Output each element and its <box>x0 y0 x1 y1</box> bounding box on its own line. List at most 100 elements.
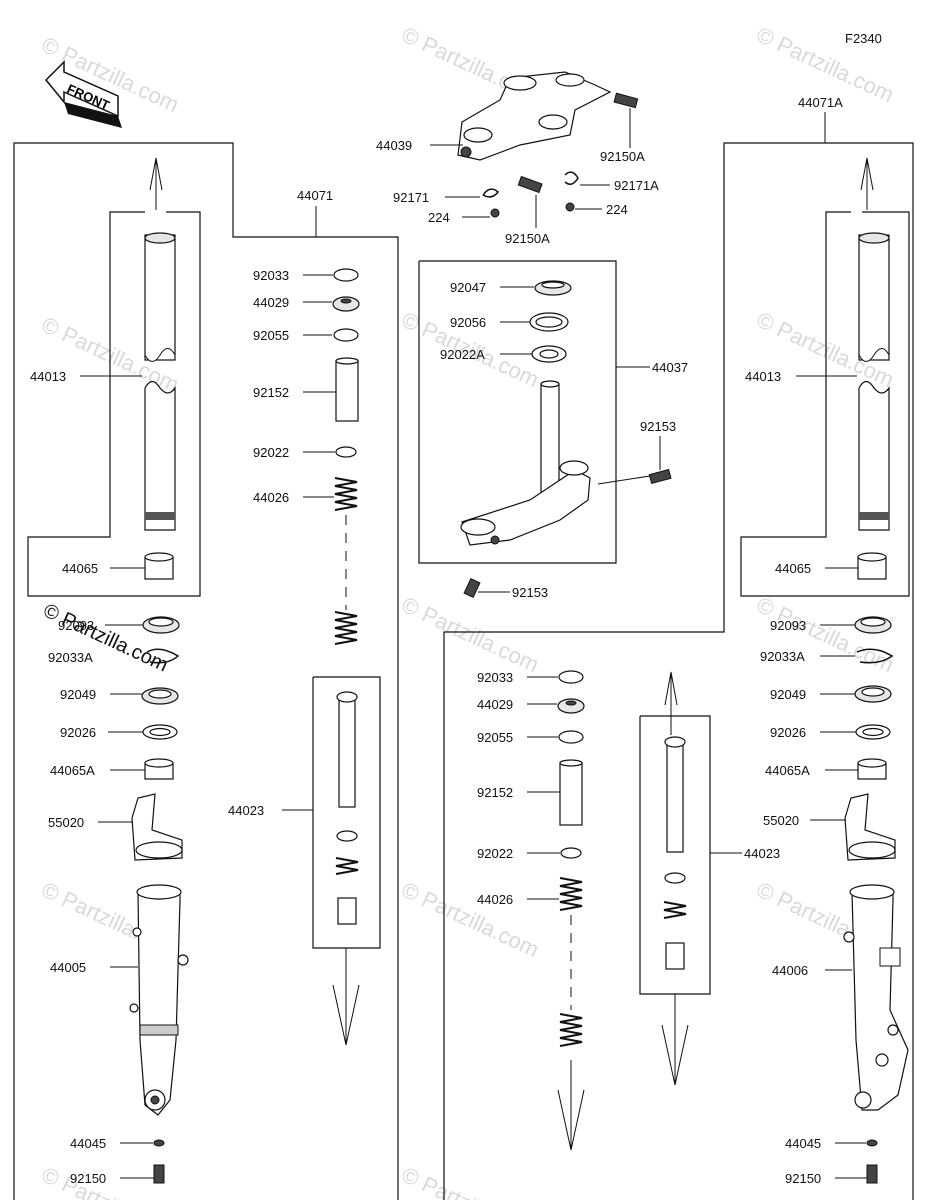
oring-92055 <box>333 328 359 342</box>
watermark-10: © Partzilla.com <box>398 877 543 962</box>
label-l-92093: 92093 <box>58 618 94 633</box>
label-m-92055: 92055 <box>253 328 289 343</box>
frame-left <box>13 142 316 1200</box>
label-44071: 44071 <box>297 188 333 203</box>
label-s-92153-a: 92153 <box>640 419 676 434</box>
left-fork-internals: 92033 44029 92055 92152 92022 44026 4402… <box>228 268 360 1046</box>
watermark-8: © Partzilla.com <box>753 592 898 677</box>
label-rr-92150: 92150 <box>785 1171 821 1186</box>
label-rr-92049: 92049 <box>770 687 806 702</box>
label-l-92049: 92049 <box>60 687 96 702</box>
label-rr-55020: 55020 <box>763 813 799 828</box>
bolt-92150-r <box>866 1164 878 1184</box>
label-l-55020: 55020 <box>48 815 84 830</box>
label-rr-44065A: 44065A <box>765 763 810 778</box>
label-m-92152: 92152 <box>253 385 289 400</box>
label-t-92171A: 92171A <box>614 178 659 193</box>
oring-92033-r <box>558 670 584 684</box>
oring-92055-r <box>558 730 584 744</box>
oring-92033 <box>333 268 359 282</box>
diagram-code: F2340 <box>845 31 882 46</box>
washer-44045 <box>153 1139 165 1147</box>
inner-tube-lower <box>144 380 176 531</box>
label-m-44023: 44023 <box>228 803 264 818</box>
inner-tube-upper <box>144 234 176 361</box>
label-m-92033: 92033 <box>253 268 289 283</box>
label-rr-44006: 44006 <box>772 963 808 978</box>
collar-92152-r <box>559 762 583 826</box>
label-r-44023: 44023 <box>744 846 780 861</box>
label-rr-92026: 92026 <box>770 725 806 740</box>
clamp-92171 <box>482 188 500 198</box>
bolt-92150A-upper <box>613 92 639 109</box>
clamp-92171A <box>564 171 579 185</box>
label-rr-44013: 44013 <box>745 369 781 384</box>
spring-44026 <box>334 477 358 645</box>
label-l-92026: 92026 <box>60 725 96 740</box>
label-l-44065A: 44065A <box>50 763 95 778</box>
label-r-44026: 44026 <box>477 892 513 907</box>
washer-92022 <box>335 446 357 458</box>
frame-44013-right <box>740 211 910 597</box>
steering-stem: 92047 92056 92022A 92153 92153 <box>440 280 676 600</box>
frame-right <box>825 142 914 1200</box>
frame-left-b <box>316 236 399 1200</box>
spring-44026-r <box>559 877 583 1047</box>
label-rr-92033A: 92033A <box>760 649 805 664</box>
frame-44023-right <box>639 715 711 995</box>
upper-bracket: 44039 92150A 92171 92171A 224 224 92150A <box>376 71 659 246</box>
label-rr-44065: 44065 <box>775 561 811 576</box>
label-rr-44045: 44045 <box>785 1136 821 1151</box>
cylinder-44023 <box>338 696 356 808</box>
label-s-92022A: 92022A <box>440 347 485 362</box>
label-m-44026: 44026 <box>253 490 289 505</box>
circlip-92033A <box>146 648 180 664</box>
label-l-92150: 92150 <box>70 1171 106 1186</box>
label-rr-92093: 92093 <box>770 618 806 633</box>
label-l-44045: 44045 <box>70 1136 106 1151</box>
bolt-92150 <box>153 1164 165 1184</box>
label-r-92033: 92033 <box>477 670 513 685</box>
screw-224-left <box>490 208 500 218</box>
circlip-92033A-r <box>856 648 894 664</box>
label-r-44029: 44029 <box>477 697 513 712</box>
collar-92152 <box>335 360 359 422</box>
label-r-92022: 92022 <box>477 846 513 861</box>
outer-tube-44006 <box>851 891 909 1111</box>
inner-tube-lower-r <box>858 380 890 531</box>
label-t-92150A-b: 92150A <box>505 231 550 246</box>
watermark-7: © Partzilla.com <box>398 592 543 677</box>
bolt-92153-b <box>463 577 481 599</box>
washer-44045-r <box>866 1139 878 1147</box>
label-l-44005: 44005 <box>50 960 86 975</box>
cap-44029 <box>332 296 360 312</box>
label-l-44013: 44013 <box>30 369 66 384</box>
left-fork: 44013 44065 92093 92033A 92049 92026 440… <box>30 157 189 1186</box>
frame-44013 <box>27 211 201 597</box>
label-44071A: 44071A <box>798 95 843 110</box>
frame-44037 <box>418 260 617 564</box>
right-fork-internals: 92033 44029 92055 92152 92022 44026 <box>477 670 780 1151</box>
bolt-92150A-lower <box>517 175 543 194</box>
label-l-92033A: 92033A <box>48 650 93 665</box>
bolt-92153-a <box>648 468 672 485</box>
label-l-44065: 44065 <box>62 561 98 576</box>
label-r-92055: 92055 <box>477 730 513 745</box>
front-arrow-icon: FRONT <box>44 60 122 128</box>
frame-right-b <box>443 142 825 1200</box>
label-s-92153-b: 92153 <box>512 585 548 600</box>
inner-tube-upper-r <box>858 234 890 361</box>
label-44037: 44037 <box>652 360 688 375</box>
washer-92022-r <box>560 847 582 859</box>
screw-224-right <box>565 202 575 212</box>
cap-44029-r <box>557 698 585 714</box>
label-m-92022: 92022 <box>253 445 289 460</box>
right-fork: 44013 44065 92093 92033A 92049 92026 440… <box>745 157 909 1186</box>
label-t-224-a: 224 <box>428 210 450 225</box>
cylinder-44023-r <box>666 741 684 853</box>
label-t-44039: 44039 <box>376 138 412 153</box>
label-t-92150A-a: 92150A <box>600 149 645 164</box>
watermark-13: © Partzilla.com <box>398 1162 543 1200</box>
label-t-92171: 92171 <box>393 190 429 205</box>
